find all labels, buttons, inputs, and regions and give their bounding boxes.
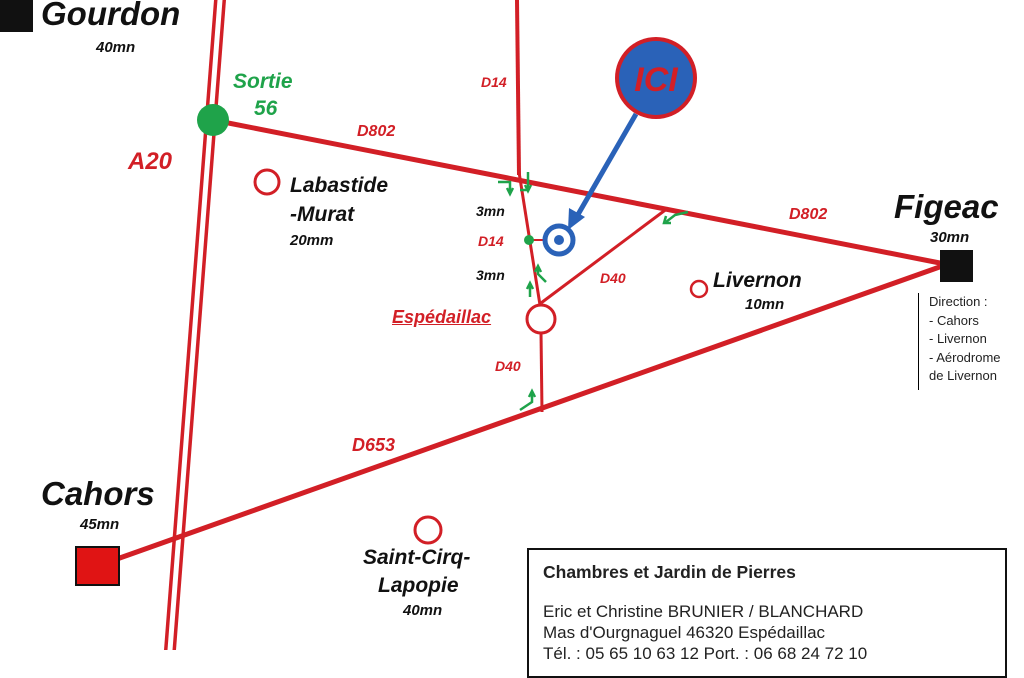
cahors-label: Cahors [41,475,155,512]
road-map: ICI [0,0,973,650]
labastide-label-line1: Labastide [290,174,389,197]
labastide-label-line2: -Murat [290,203,355,226]
exit-label-line2: 56 [254,97,278,120]
d14-road-north [515,0,521,176]
green-turn-arrows [498,172,689,412]
figeac-label: Figeac [894,188,999,225]
direction-item: - Cahors [929,312,979,328]
address-street: Mas d'Ourgnaguel 46320 Espédaillac [543,623,826,642]
d653-road [99,261,949,568]
cahors-square [75,546,120,586]
saint-cirq-time: 40mn [403,602,443,619]
gourdon-label: Gourdon [41,0,181,32]
cahors-time: 45mn [80,516,120,533]
d802-label-left: D802 [357,123,396,140]
address-phone: Tél. : 05 65 10 63 12 Port. : 06 68 24 7… [543,644,868,663]
saint-cirq-label-line2: Lapopie [378,574,459,597]
a20-motorway [164,0,226,650]
distance-upper: 3mn [476,203,505,219]
labastide-time: 20mm [290,232,334,249]
junction-dot [524,235,534,245]
gourdon-time: 40mn [96,39,136,56]
distance-lower: 3mn [476,267,505,283]
livernon-time: 10mn [745,296,785,313]
ici-label: ICI [634,61,679,99]
a20-label: A20 [128,148,173,175]
espedaillac-label: Espédaillac [392,307,492,327]
address-title: Chambres et Jardin de Pierres [543,562,796,582]
exit-56-node [197,104,229,136]
direction-item: - Aérodrome [929,349,1001,365]
direction-panel: Direction : - Cahors - Livernon - Aérodr… [918,293,1024,390]
labastide-murat-marker [253,168,281,196]
d802-label-right: D802 [789,206,828,223]
d802-road [212,117,946,267]
address-box: Chambres et Jardin de Pierres Eric et Ch… [527,548,1007,678]
livernon-marker [689,279,709,299]
saint-cirq-label-line1: Saint-Cirq- [363,546,471,569]
espedaillac-marker [525,303,557,335]
direction-title: Direction : [929,294,988,309]
direction-item: de Livernon [929,368,997,383]
figeac-square [940,250,973,282]
direction-item: - Livernon [929,331,987,346]
exit-label-line1: Sortie [233,70,293,93]
figeac-time: 30mn [930,229,970,246]
d40-road-east [540,206,669,305]
saint-cirq-marker [413,515,443,545]
d14-label-mid: D14 [478,233,504,249]
d40-label-east: D40 [600,270,626,286]
pointer-arrow-icon [568,112,639,230]
d653-label: D653 [352,435,396,455]
d40-label-south: D40 [495,358,521,374]
ici-marker: ICI [615,37,697,119]
d40-road-south [539,331,544,413]
d14-label-top: D14 [481,74,507,90]
address-owners: Eric et Christine BRUNIER / BLANCHARD [543,602,864,621]
gourdon-square [0,0,33,32]
house-target-icon [542,223,576,257]
livernon-label: Livernon [713,269,802,292]
